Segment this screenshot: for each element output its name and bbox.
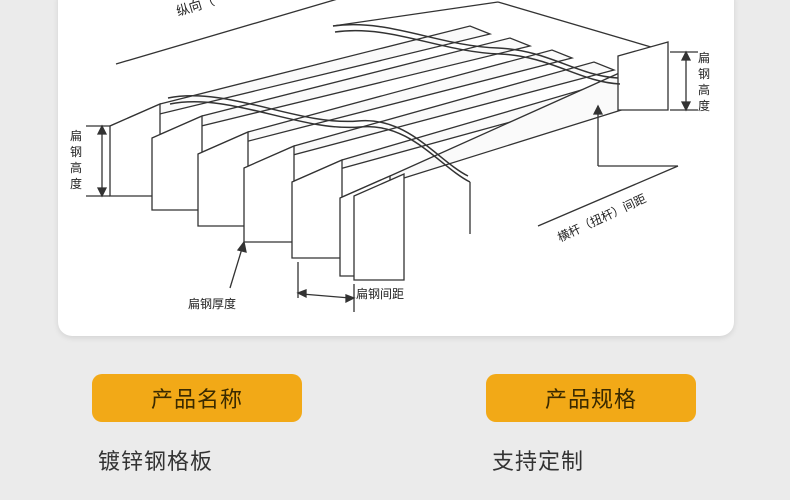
svg-text:度: 度 [70,176,82,191]
back-rail-side [497,1,669,53]
product-spec-title: 产品规格 [486,374,696,422]
longitudinal-label: 纵向（ [174,0,216,20]
cross-pitch-dimension [469,104,679,234]
steel-grating-diagram: 纵向（ [70,0,710,312]
left-height-label: 扁 钢 高 度 [70,129,82,191]
svg-text:扁: 扁 [698,51,710,65]
diagram-card: 纵向（ [58,0,734,336]
cross-pitch-label: 横杆（扭杆）间距 [555,191,648,244]
svg-text:钢: 钢 [70,145,82,159]
svg-text:度: 度 [698,98,710,113]
cross-bars [167,23,621,183]
svg-text:扁: 扁 [70,129,82,143]
back-rail [332,1,499,27]
bar-pitch-label: 扁钢间距 [356,287,404,301]
bearing-bars [109,25,667,199]
bar-front-faces [109,41,669,281]
bar-pitch-dimension [296,262,356,312]
product-name-title: 产品名称 [92,374,302,422]
longitudinal-dimension-line [115,0,337,65]
thickness-dimension [229,240,247,289]
svg-text:钢: 钢 [698,67,710,81]
svg-text:高: 高 [70,160,82,175]
right-height-dimension [670,50,698,112]
left-height-dimension [86,124,110,198]
product-spec-value: 支持定制 [492,450,585,475]
right-height-label: 扁 钢 高 度 [698,51,710,113]
svg-text:高: 高 [698,82,710,97]
thickness-label: 扁钢厚度 [188,296,236,311]
product-name-value: 镀锌钢格板 [98,450,214,475]
